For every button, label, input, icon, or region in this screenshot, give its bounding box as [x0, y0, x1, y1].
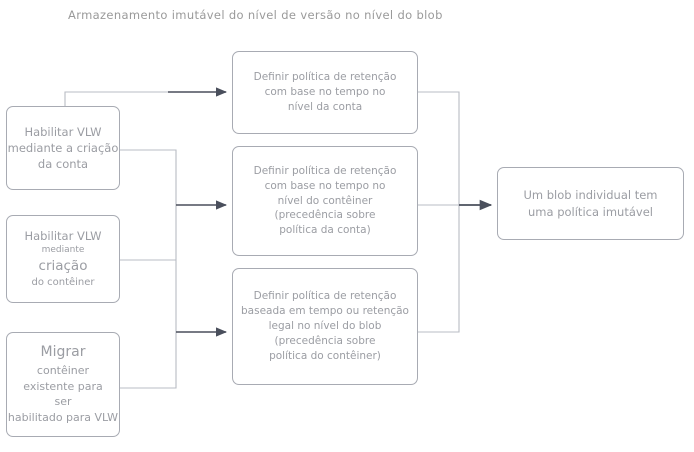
node-text-line: da conta [37, 157, 89, 172]
node-text-line: nível do contêiner [277, 194, 373, 207]
edge-account-to-bus [120, 149, 177, 205]
node-text-line: política da conta) [279, 224, 371, 237]
node-text-line: Definir política de retenção [253, 71, 397, 84]
node-text-line: Habilitar VLW [24, 228, 102, 243]
node-policy-blob[interactable]: Definir política de retenção baseada em … [232, 268, 418, 385]
node-text-line: Habilitar VLW [24, 124, 102, 139]
node-text-line: com base no tempo no [264, 179, 386, 192]
node-blob-immutable[interactable]: Um blob individual tem uma política imut… [497, 167, 684, 240]
node-text-line: uma política imutável [528, 204, 653, 219]
node-text-line: (precedência sobre [274, 334, 376, 347]
node-text-line: nível da conta [287, 100, 363, 113]
edge-container-to-bus [120, 205, 177, 332]
node-text-line: Um blob individual tem [523, 188, 658, 203]
node-text-line: com base no tempo no [264, 86, 386, 99]
edge-account-to-policy-account [64, 87, 228, 106]
node-text-line: baseada em tempo ou retenção [241, 305, 409, 318]
node-text-line: do contêiner [31, 277, 95, 289]
node-text-line: Definir política de retenção [253, 164, 397, 177]
node-policy-container[interactable]: Definir política de retenção com base no… [232, 146, 418, 256]
node-enable-vlw-container[interactable]: Habilitar VLW mediante criação do contêi… [6, 215, 120, 303]
node-text-line: criação [38, 257, 88, 274]
node-enable-vlw-account[interactable]: Habilitar VLW mediante a criação da cont… [6, 106, 120, 190]
edge-policy-blob-to-merge [418, 205, 460, 333]
node-text-line: ser [54, 395, 72, 409]
diagram-title: Armazenamento imutável do nível de versã… [68, 8, 443, 22]
node-text-line: mediante [41, 245, 85, 256]
node-text-line: mediante a criação [7, 140, 119, 155]
node-text-line: (precedência sobre [274, 209, 376, 222]
edge-policy-account-to-merge [418, 91, 460, 205]
node-text-line: contêiner [36, 364, 90, 378]
node-migrate-container[interactable]: Migrar contêiner existente para ser habi… [6, 332, 120, 437]
node-text-line: Definir política de retenção [253, 290, 397, 303]
node-text-line: Migrar [40, 344, 86, 361]
node-text-line: legal no nível do blob [268, 320, 382, 333]
edge-migrate-to-bus [120, 332, 177, 389]
node-text-line: habilitado para VLW [7, 411, 119, 425]
node-policy-account[interactable]: Definir política de retenção com base no… [232, 51, 418, 134]
node-text-line: política do contêiner) [269, 349, 381, 362]
node-text-line: existente para [23, 379, 103, 393]
